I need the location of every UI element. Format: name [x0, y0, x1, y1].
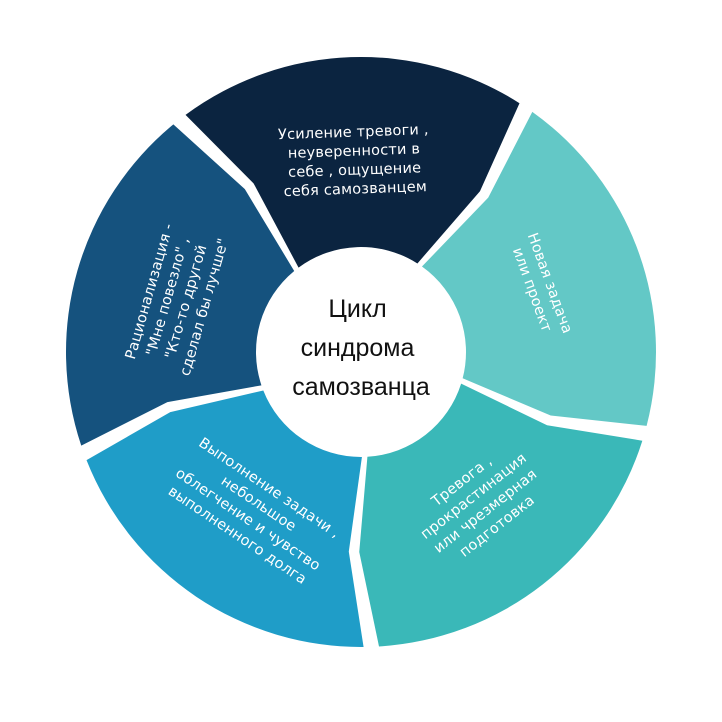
segment-rationalization — [66, 124, 295, 446]
segment-label-increased-anxiety: Усиление тревоги ,неуверенности всебе , … — [278, 122, 431, 200]
center-title: Цикл синдрома самозванца — [292, 295, 430, 401]
center-line-3: самозванца — [292, 373, 430, 401]
center-circle — [267, 258, 455, 446]
segment-text-increased-anxiety: Усиление тревоги ,неуверенности всебе , … — [278, 122, 431, 200]
segment-line: неуверенности в — [288, 141, 421, 162]
segment-new-task — [421, 111, 656, 426]
segment-completion — [86, 390, 364, 647]
center-line-1: Цикл — [328, 295, 386, 323]
segment-anxiety — [359, 383, 643, 647]
segment-text-rationalization: Рационализация -"Мне повезло" ,"Кто-то д… — [123, 221, 232, 378]
segment-line: Усиление тревоги , — [278, 122, 429, 143]
segments-layer — [66, 57, 656, 647]
segment-label-rationalization: Рационализация -"Мне повезло" ,"Кто-то д… — [123, 221, 232, 378]
center-line-2: синдрома — [301, 334, 415, 362]
segment-line: себя самозванцем — [283, 179, 427, 200]
segment-line: себе , ощущение — [288, 160, 422, 181]
segment-increased-anxiety — [185, 57, 520, 268]
